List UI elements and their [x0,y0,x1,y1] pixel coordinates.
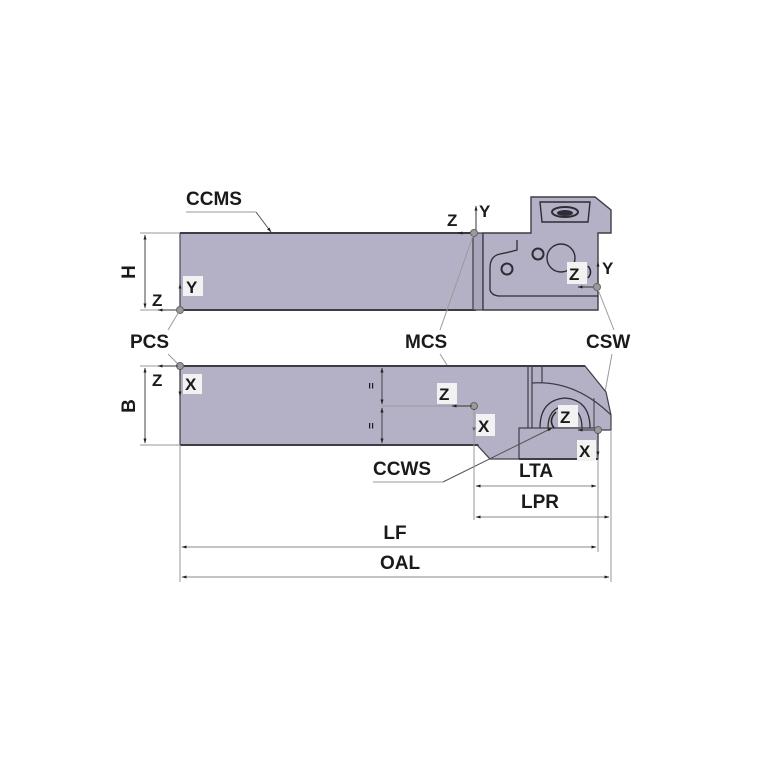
pcs-label: PCS [130,332,169,353]
pcs-bottom-x-label: X [185,375,197,394]
dim-lpr-label: LPR [521,492,559,513]
dim-lf-label: LF [383,523,406,544]
pcs-bottom-z-label: Z [152,371,162,390]
mcs-top-y-label: Y [479,202,491,221]
csw-top-z-label: Z [569,265,579,284]
symmetry-mark-2: = [366,423,378,429]
ccws-label: CCWS [373,459,431,480]
mcs-bottom-x-label: X [478,417,490,436]
dim-b-label: B [119,399,140,413]
csw-bottom-x-label: X [579,442,591,461]
csw-bottom-z-label: Z [560,408,570,427]
ccms-label: CCMS [186,189,242,210]
mcs-label: MCS [405,332,447,353]
csw-label: CSW [586,332,630,353]
pcs-top-z-label: Z [152,291,162,310]
shank-top [179,232,477,311]
csw-top-y-label: Y [602,259,614,278]
csw-point-bottom [594,426,602,434]
symmetry-mark-1: = [366,383,378,389]
mcs-bottom-z-label: Z [439,385,449,404]
pcs-top-y-label: Y [186,278,198,297]
bottom-view: B Z X = = Z X Z X [119,362,612,461]
dim-h-label: H [119,265,140,279]
dim-oal-label: OAL [380,553,421,574]
dim-lta-label: LTA [519,461,553,482]
mcs-top-z-label: Z [447,211,457,230]
top-view: H Y Z Y Z Z Y CCMS [119,189,614,314]
length-dimensions: LTA LPR LF OAL [179,410,612,582]
